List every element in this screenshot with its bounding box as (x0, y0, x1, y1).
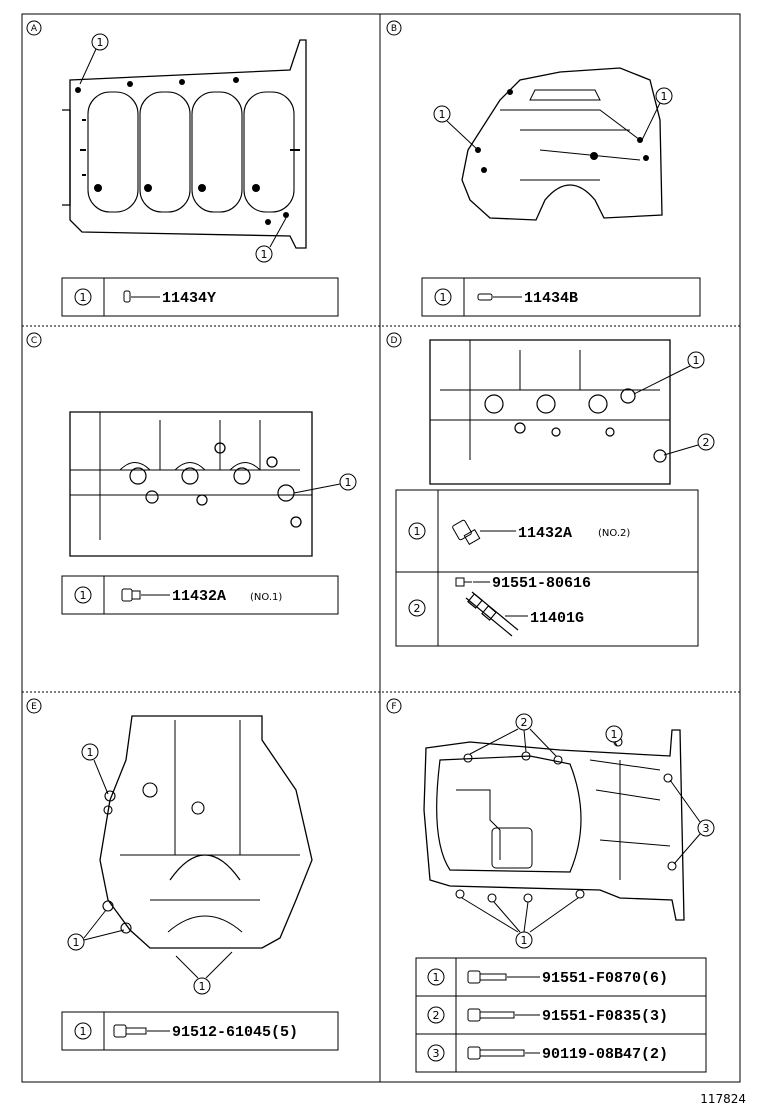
part-number: 11434Y (162, 290, 216, 307)
callout-2: 2 (469, 713, 557, 757)
part-note: (NO.2) (598, 528, 630, 539)
svg-text:1: 1 (261, 248, 268, 261)
oil-pan-view (423, 729, 685, 921)
parts-table-a: 1 11434Y (61, 277, 339, 317)
svg-text:1: 1 (80, 589, 87, 602)
valve-icon (465, 591, 519, 637)
part-number: 11432A (518, 525, 572, 542)
callout-1: 1 (67, 909, 125, 951)
callout-1: 1 (633, 351, 705, 395)
part-number: 91512-61045(5) (172, 1024, 298, 1041)
svg-text:1: 1 (611, 728, 618, 741)
callout-1: 1 (461, 897, 579, 949)
svg-text:1: 1 (440, 291, 447, 304)
svg-text:1: 1 (439, 108, 446, 121)
cylinder-block-rear-view (99, 715, 313, 949)
svg-text:1: 1 (73, 936, 80, 949)
svg-text:1: 1 (80, 1025, 87, 1038)
parts-table-e: 1 91512-61045(5) (61, 1011, 339, 1051)
bolt-icon (113, 1024, 147, 1038)
svg-text:2: 2 (703, 436, 710, 449)
part-number: 11432A (172, 588, 226, 605)
part-number: 90119-08B47(2) (542, 1046, 668, 1063)
panel-letter-d: D (391, 336, 398, 346)
callout-1: 1 (255, 217, 287, 263)
callout-2: 2 (663, 433, 715, 456)
svg-text:1: 1 (693, 354, 700, 367)
svg-text:1: 1 (80, 291, 87, 304)
svg-text:1: 1 (433, 971, 440, 984)
panel-letter-b: B (391, 24, 397, 34)
svg-text:3: 3 (433, 1047, 440, 1060)
panel-letter-a: A (31, 24, 38, 34)
parts-table-b: 1 11434B (421, 277, 701, 317)
panel-d: D 1 2 1 (386, 332, 715, 647)
panel-b: B 1 1 1 11434B (386, 20, 701, 317)
svg-text:3: 3 (703, 822, 710, 835)
part-number: 91551-80616 (492, 575, 591, 592)
parts-table-f (415, 957, 707, 1073)
callout-3: 3 (669, 779, 715, 865)
part-note: (NO.1) (250, 592, 282, 603)
cylinder-block-top-view (62, 39, 307, 249)
part-number: 11434B (524, 290, 578, 307)
svg-text:1: 1 (199, 980, 206, 993)
cylinder-block-front-view (461, 67, 663, 221)
cylinder-block-side-view (69, 411, 313, 557)
callout-1: 1 (641, 87, 673, 141)
panel-letter-circle (26, 20, 42, 36)
parts-table-c: 1 11432A (NO.1) (61, 575, 339, 615)
svg-text:1: 1 (414, 525, 421, 538)
callout-1: 1 (605, 725, 623, 747)
callout-1: 1 (79, 33, 109, 85)
callout-1: 1 (293, 473, 357, 494)
cylinder-block-side-view (429, 339, 671, 485)
svg-text:1: 1 (87, 746, 94, 759)
panel-c: C 1 1 11432A (26, 332, 357, 615)
frame (21, 13, 741, 1083)
panel-e: E 1 1 1 (26, 698, 339, 1051)
svg-text:2: 2 (414, 602, 421, 615)
part-number: 91551-F0870(6) (542, 970, 668, 987)
figure-id: 117824 (700, 1092, 746, 1106)
callout-1: 1 (175, 951, 233, 995)
svg-text:1: 1 (97, 36, 104, 49)
panel-f: F 2 1 3 (386, 698, 715, 1073)
svg-text:2: 2 (433, 1009, 440, 1022)
svg-text:1: 1 (345, 476, 352, 489)
panel-letter-f: F (391, 702, 396, 712)
bolt-icon (455, 577, 472, 587)
svg-text:1: 1 (521, 934, 528, 947)
callout-1: 1 (433, 105, 479, 151)
panel-a: A 1 1 (26, 20, 339, 317)
svg-text:2: 2 (521, 716, 528, 729)
panel-letter-c: C (31, 336, 37, 346)
plug-icon (477, 293, 493, 301)
callout-1: 1 (81, 743, 109, 795)
svg-text:1: 1 (661, 90, 668, 103)
part-number: 91551-F0835(3) (542, 1008, 668, 1025)
panel-letter-e: E (31, 702, 37, 712)
plug-icon (123, 290, 131, 303)
parts-table-d (395, 489, 699, 647)
part-number: 11401G (530, 610, 584, 627)
plug-icon (121, 588, 141, 602)
plug-icon (452, 519, 481, 546)
bolt-icon (467, 970, 525, 1060)
